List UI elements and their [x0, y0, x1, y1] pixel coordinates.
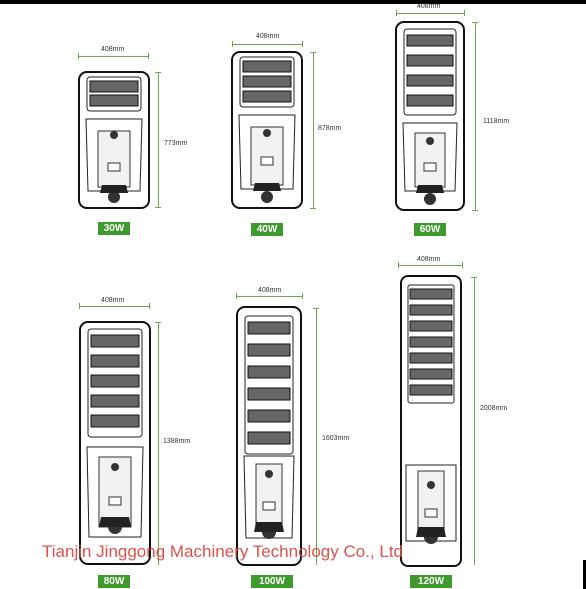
dimension-tick: [464, 10, 465, 16]
dimension-tick: [149, 303, 150, 309]
power-badge: 80W: [98, 575, 130, 588]
dimension-tick: [302, 293, 303, 299]
power-badge: 100W: [251, 575, 293, 588]
width-label: 408mm: [417, 3, 441, 10]
width-label: 408mm: [258, 287, 282, 294]
dimension-tick: [155, 72, 161, 73]
dimension-tick: [472, 22, 478, 23]
lamp-image: [395, 21, 465, 211]
lamp-image: [78, 71, 150, 209]
height-label: 773mm: [164, 140, 188, 147]
dimension-tick: [78, 53, 79, 59]
lamp-image: [236, 306, 302, 566]
height-label: 2008mm: [480, 405, 508, 412]
lamp-image: [231, 51, 303, 209]
dimension-tick: [398, 262, 399, 268]
height-label: 1118mm: [483, 118, 510, 125]
dimension-tick: [313, 308, 319, 309]
dimension-tick: [462, 262, 463, 268]
height-dimension-line: [316, 308, 317, 565]
dimension-tick: [155, 322, 161, 323]
height-label: 1603mm: [322, 435, 350, 442]
width-label: 408mm: [101, 46, 125, 53]
power-badge: 60W: [414, 223, 446, 236]
width-dimension-line: [398, 265, 462, 266]
height-dimension-line: [158, 322, 159, 565]
dimension-tick: [302, 41, 303, 47]
dimension-tick: [472, 210, 478, 211]
dimension-tick: [310, 208, 316, 209]
height-dimension-line: [313, 52, 314, 208]
dimension-tick: [310, 52, 316, 53]
power-badge: 120W: [410, 575, 452, 588]
width-dimension-line: [79, 306, 149, 307]
lamp-image: [400, 275, 462, 567]
dimension-tick: [471, 277, 477, 278]
power-badge: 30W: [98, 222, 130, 235]
company-watermark: Tianjin Jinggong Machinery Technology Co…: [42, 542, 403, 561]
width-label: 408mm: [256, 33, 280, 40]
height-label: 1388mm: [163, 438, 191, 445]
dimension-tick: [232, 41, 233, 47]
dimension-tick: [148, 53, 149, 59]
dimension-tick: [155, 207, 161, 208]
right-border: [583, 560, 586, 589]
width-label: 408mm: [417, 256, 441, 263]
width-dimension-line: [232, 44, 302, 45]
dimension-tick: [79, 303, 80, 309]
width-dimension-line: [236, 296, 302, 297]
lamp-image: [79, 321, 151, 565]
width-dimension-line: [396, 13, 464, 14]
power-badge: 40W: [251, 223, 283, 236]
height-dimension-line: [474, 277, 475, 565]
top-border: [0, 0, 586, 4]
height-dimension-line: [475, 22, 476, 210]
width-label: 408mm: [101, 297, 125, 304]
width-dimension-line: [78, 56, 148, 57]
height-label: 878mm: [318, 125, 342, 132]
dimension-tick: [396, 10, 397, 16]
dimension-tick: [236, 293, 237, 299]
height-dimension-line: [158, 72, 159, 207]
